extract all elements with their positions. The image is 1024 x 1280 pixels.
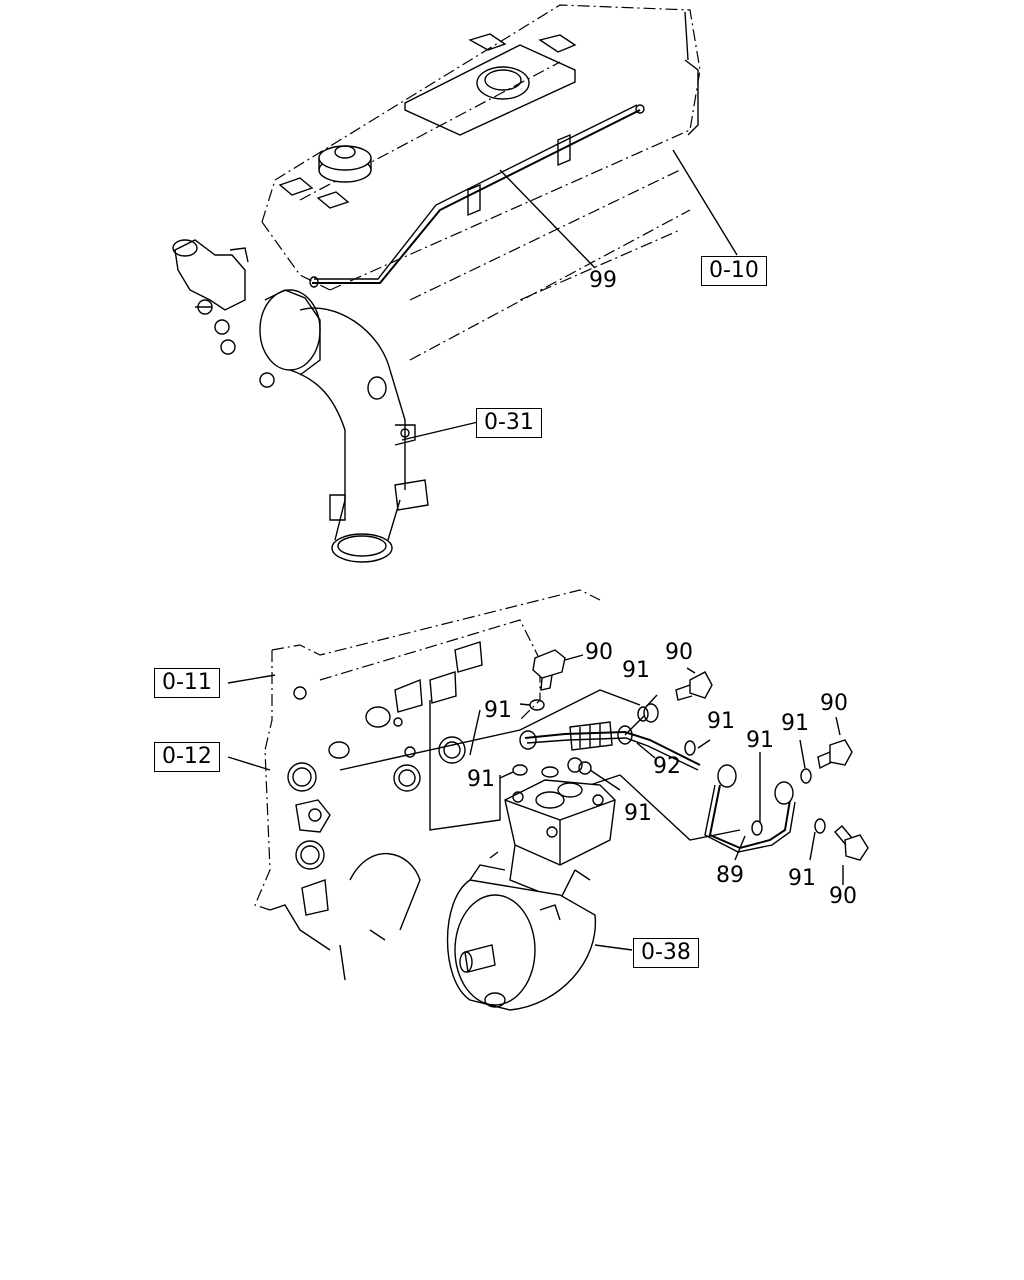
ref-0-38[interactable]: 0-38 [633,938,699,968]
ref-0-31[interactable]: 0-31 [476,408,542,438]
callout-91-e: 91 [746,728,774,753]
callout-90-d: 90 [829,884,857,909]
callout-91-b: 91 [484,698,512,723]
ref-0-10[interactable]: 0-10 [701,256,767,286]
callout-91-d: 91 [781,711,809,736]
callout-91-f: 91 [467,767,495,792]
head-cover-drawing [261,4,738,361]
water-outlet-drawing [172,239,479,563]
callout-99: 99 [589,268,617,293]
callout-92: 92 [653,754,681,779]
callout-90-c: 90 [820,691,848,716]
callout-91-h: 91 [788,866,816,891]
air-compressor-drawing [446,757,633,1011]
ref-0-12[interactable]: 0-12 [154,742,220,772]
callout-89: 89 [716,863,744,888]
callout-91-a: 91 [622,658,650,683]
engine-block-drawing [227,589,741,981]
ref-0-11[interactable]: 0-11 [154,668,220,698]
oil-pipe-drawing [499,649,869,885]
callout-90-a: 90 [585,640,613,665]
callout-91-g: 91 [624,801,652,826]
callout-90-b: 90 [665,640,693,665]
callout-91-c: 91 [707,709,735,734]
